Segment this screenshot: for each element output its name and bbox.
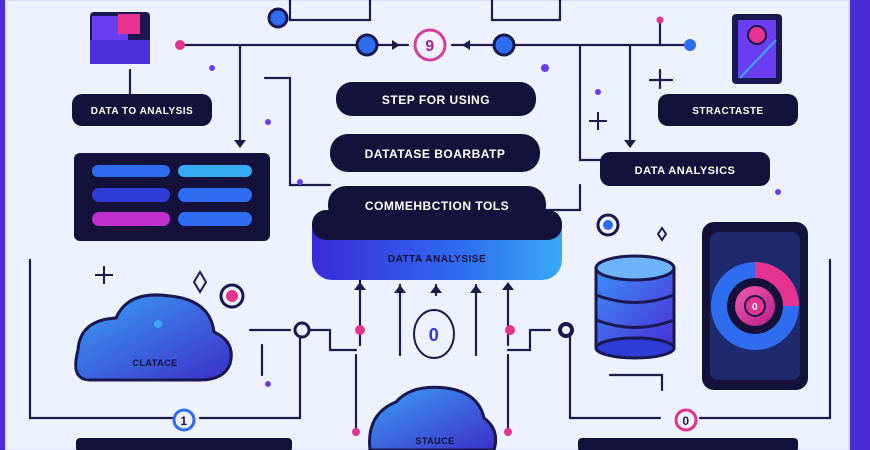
option-pill[interactable] xyxy=(92,165,170,177)
badge-left-label: 1 xyxy=(180,414,187,428)
connection-tools-label: COMMEHBCTION TOLS xyxy=(365,199,509,213)
step-badge-label: 9 xyxy=(425,38,434,55)
cloud-icon xyxy=(368,385,498,450)
options-panel xyxy=(74,153,270,241)
badge-right-label: 0 xyxy=(682,414,689,428)
node-dot xyxy=(492,33,516,57)
data-to-analysis-box[interactable] xyxy=(72,94,212,126)
badge xyxy=(172,408,196,432)
database-icon xyxy=(594,254,676,360)
node-dot xyxy=(355,33,379,57)
step-badge[interactable] xyxy=(413,28,447,62)
data-to-analysis-label: DATA TO ANALYSIS xyxy=(91,106,193,117)
option-pill[interactable] xyxy=(178,188,252,202)
step-for-using-label: STEP FOR USING xyxy=(382,93,490,107)
dots-decoration xyxy=(209,64,781,387)
database-dashboard-label: DATATASE BOARBATP xyxy=(365,147,506,161)
strategy-label: STRACTASTE xyxy=(692,106,763,117)
bottom-bar xyxy=(578,438,798,450)
data-analysis-box[interactable] xyxy=(600,152,770,186)
option-pill[interactable] xyxy=(92,212,170,226)
analysis-platform[interactable] xyxy=(312,210,562,280)
option-pill[interactable] xyxy=(178,212,252,226)
junction-dots xyxy=(293,213,620,436)
device-icon xyxy=(732,14,782,84)
option-pill[interactable] xyxy=(178,165,252,177)
folder-icon xyxy=(90,12,150,64)
cloud-left-label: CLATACE xyxy=(132,358,177,368)
bottom-bar xyxy=(76,438,292,450)
mid-badge-label: 0 xyxy=(429,325,440,345)
cloud-icon xyxy=(74,293,233,382)
phone-icon xyxy=(702,222,808,390)
sparkle-decorations xyxy=(95,112,668,294)
strategy-box[interactable] xyxy=(658,94,798,126)
data-analysis-label: DATA ANALYSICS xyxy=(635,165,736,177)
cloud-bottom-label: STAUCE xyxy=(415,436,454,446)
database-dashboard-box[interactable] xyxy=(330,134,540,172)
phone-center-label: 0 xyxy=(752,302,758,313)
analysis-platform-label: DATTA ANALYSISE xyxy=(388,254,486,265)
option-pill[interactable] xyxy=(92,188,170,202)
step-for-using-box[interactable] xyxy=(336,82,536,116)
badge xyxy=(674,408,698,432)
